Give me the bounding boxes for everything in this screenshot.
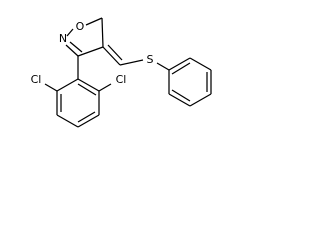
aryl-bond-6 <box>56 78 79 92</box>
bond-methylidene-s <box>119 59 144 66</box>
phenyl-bond-2 <box>189 57 212 71</box>
bond-aryl-cl-left <box>44 83 58 92</box>
bond-n-o <box>66 28 74 37</box>
phenylthiomethylene-group <box>102 44 170 71</box>
bond-c4-methylidene-inner <box>107 44 123 61</box>
bond-c4-methylidene-outer <box>102 46 121 66</box>
phenyl-bond-4 <box>189 93 212 107</box>
atom-label-chlorine-right: Cl <box>116 73 127 86</box>
aryl-bond-1 <box>77 78 100 92</box>
phenyl-ring <box>168 57 212 107</box>
phenyl-bond-5-inner <box>171 89 191 102</box>
phenyl-bond-1 <box>168 57 191 71</box>
bond-o-ch2 <box>85 17 103 26</box>
bond-s-phenyl <box>156 62 170 71</box>
chemical-structure: O N S Cl Cl <box>31 17 212 128</box>
isoxazoline-ring <box>65 17 104 57</box>
atom-label-nitrogen: N <box>59 32 67 45</box>
bond-ch2-c4 <box>101 17 104 48</box>
aryl-bond-4 <box>56 114 79 128</box>
bond-c3-n-outer <box>65 44 79 57</box>
aryl-bond-1-inner <box>77 83 97 96</box>
aryl-bond-3-inner <box>77 111 96 123</box>
bond-c3-n-inner <box>69 41 83 53</box>
phenyl-bond-1-inner <box>171 62 191 75</box>
atom-label-oxygen: O <box>76 20 85 33</box>
atom-label-sulfur: S <box>147 53 154 66</box>
atom-label-chlorine-left: Cl <box>31 73 42 86</box>
dichlorophenyl-ring <box>44 56 112 128</box>
bond-aryl-cl-right <box>98 83 112 92</box>
bond-c4-c3 <box>77 46 104 57</box>
aryl-bond-3 <box>77 114 100 128</box>
phenyl-bond-5 <box>168 93 191 107</box>
